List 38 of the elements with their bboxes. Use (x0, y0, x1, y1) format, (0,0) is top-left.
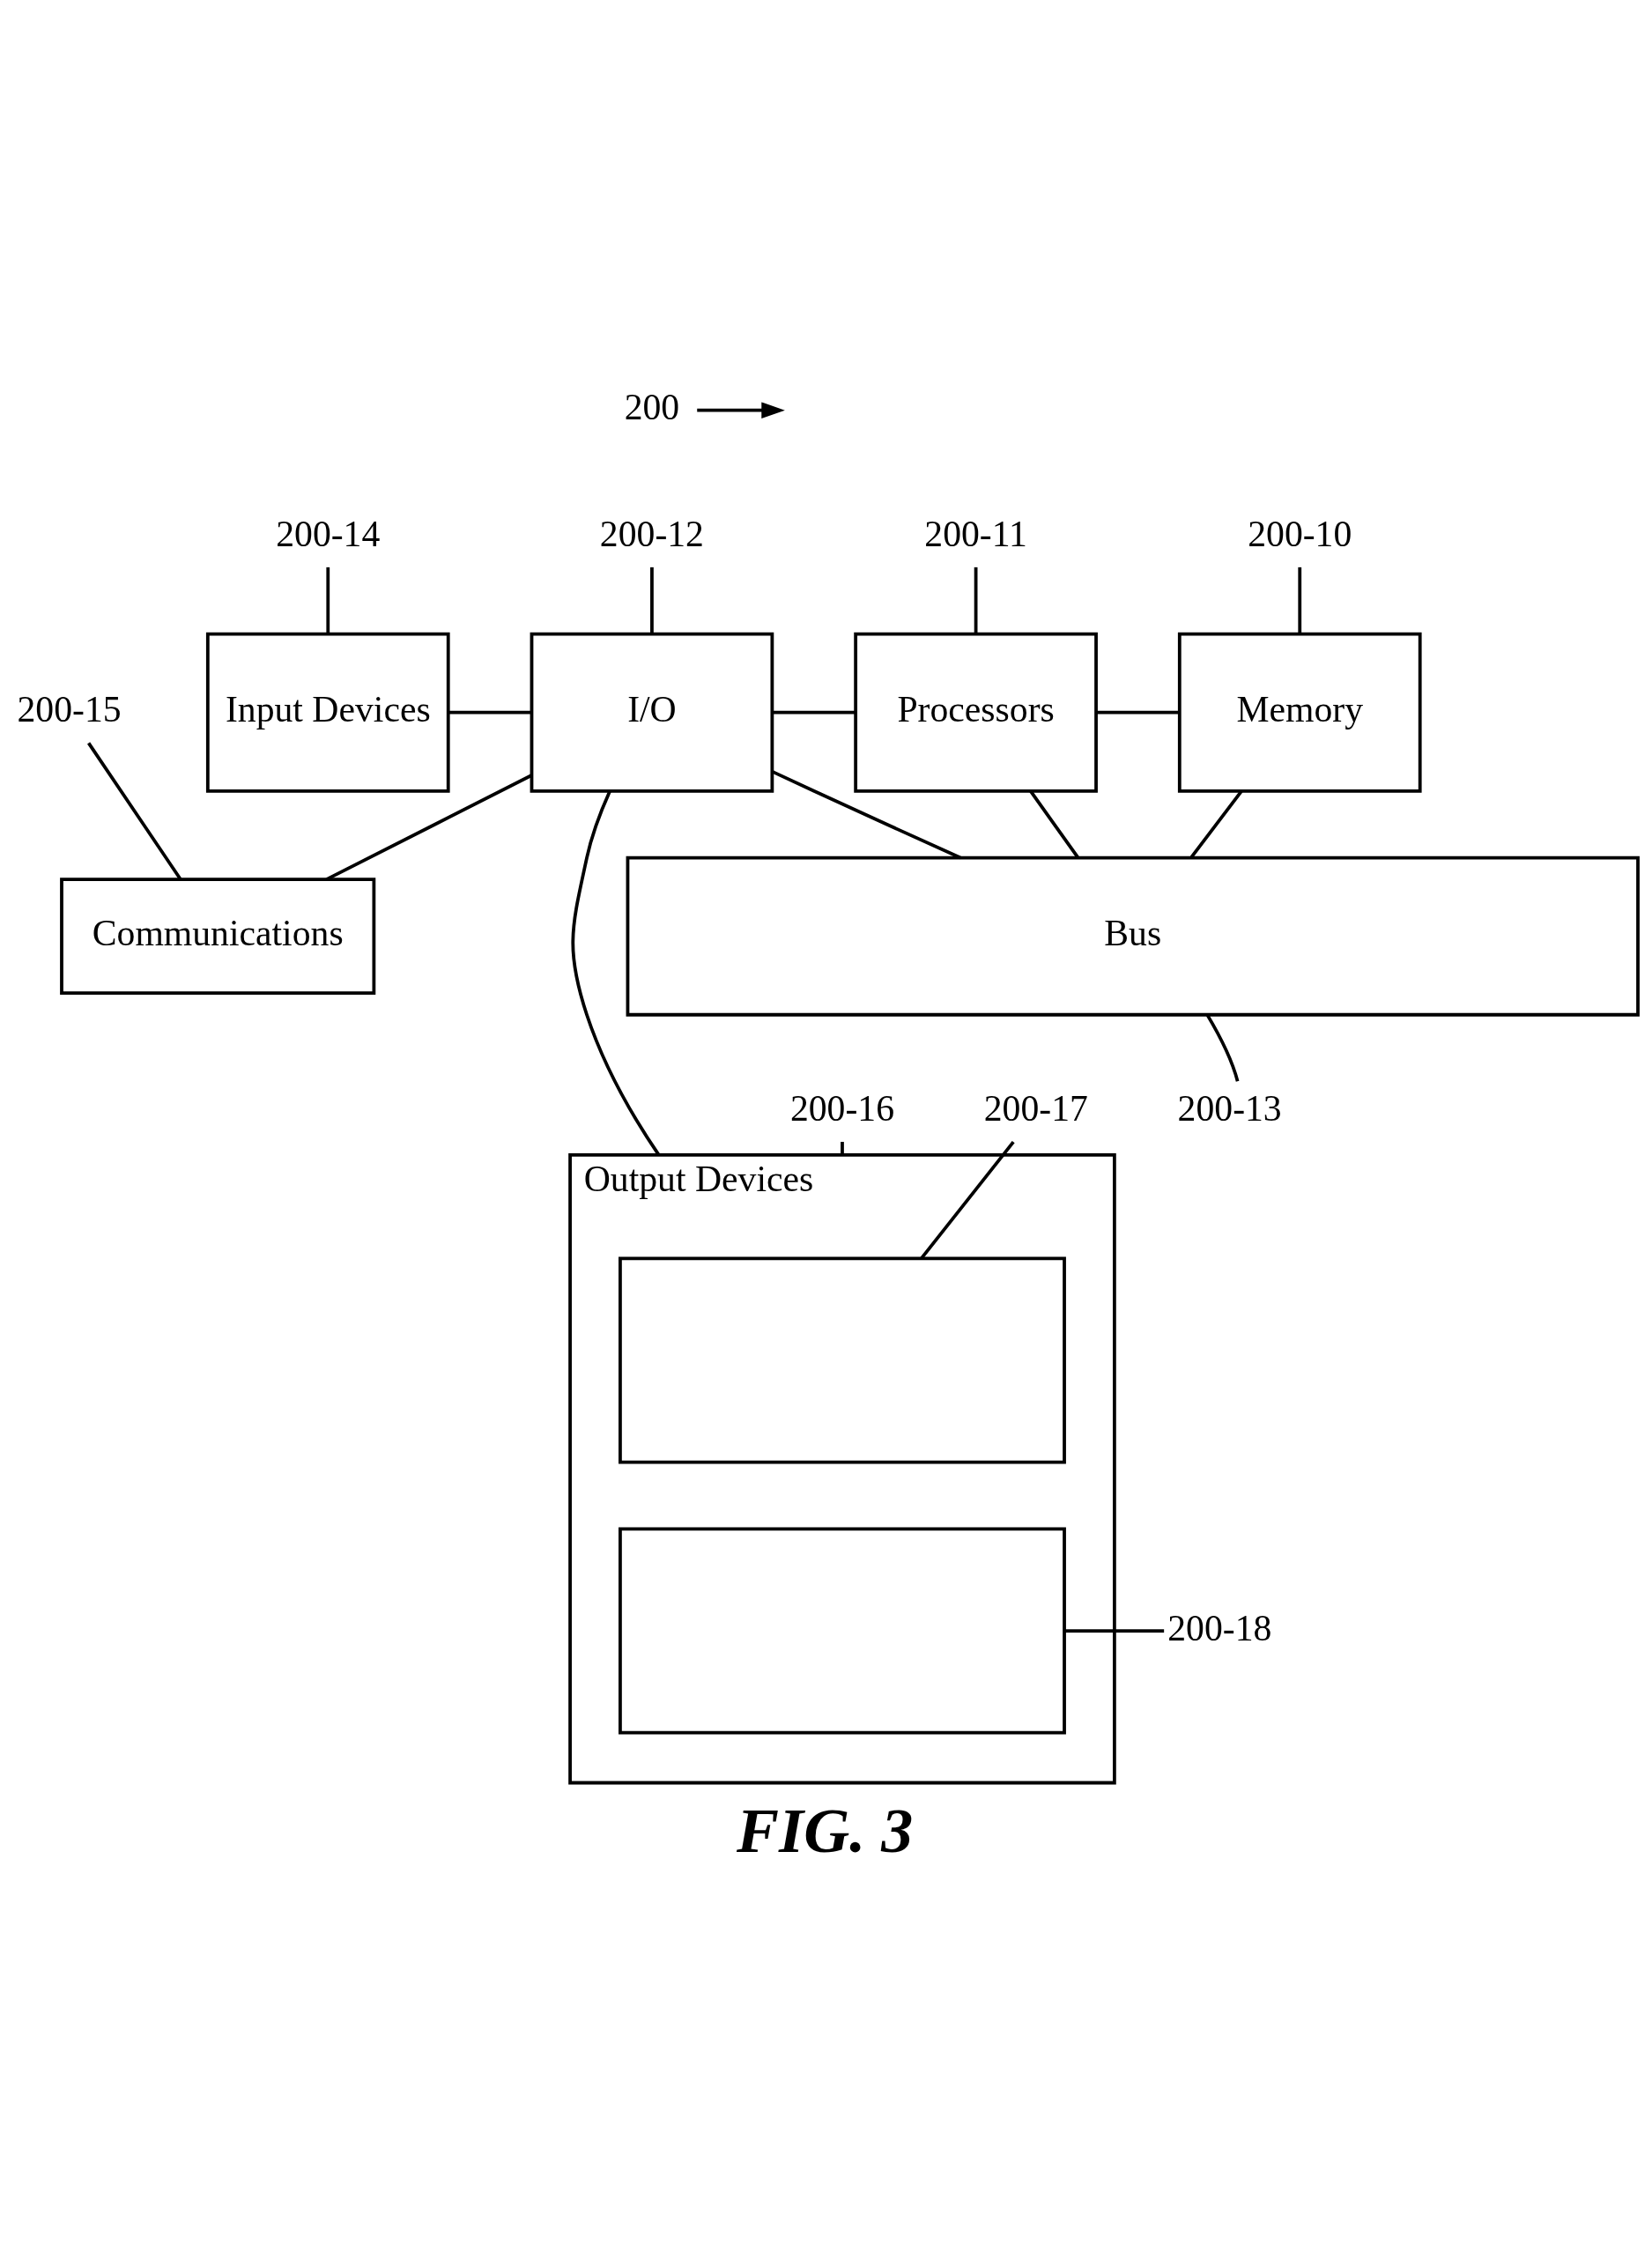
node-text: 200-11 (924, 513, 1027, 554)
connector (974, 567, 978, 633)
node-box (619, 1256, 1066, 1464)
connector (1064, 1628, 1165, 1633)
node-text: 200-15 (17, 688, 122, 730)
connector (841, 1141, 844, 1155)
connector (1205, 1013, 1240, 1082)
connector (326, 567, 330, 633)
cluster: Output Devices (568, 1152, 1116, 1784)
node-text: 200-18 (1167, 1607, 1272, 1648)
connector (650, 567, 654, 633)
connector (87, 741, 182, 880)
connector (920, 1140, 1015, 1259)
node-text: 200-17 (983, 1087, 1088, 1129)
arrow (697, 401, 785, 418)
node-text: 200-16 (789, 1087, 895, 1129)
connector (1096, 710, 1180, 715)
connector (325, 773, 533, 881)
node-box: Input Devices (205, 632, 450, 793)
node-box: Bus (626, 855, 1640, 1017)
connector (1298, 567, 1302, 633)
node-text: 200-13 (1177, 1087, 1282, 1129)
connector (571, 789, 661, 1156)
connector (772, 769, 961, 859)
node-text: 200-12 (599, 513, 704, 554)
node-box (619, 1527, 1066, 1735)
caption: FIG. 3 (737, 1795, 914, 1866)
connector (1189, 789, 1243, 858)
node-box: Communications (60, 877, 376, 995)
connector (448, 710, 532, 715)
node-box: I/O (530, 632, 774, 793)
node-text: 200 (624, 386, 680, 427)
connector (1029, 789, 1079, 858)
node-text: 200-10 (1248, 513, 1352, 554)
connector (773, 710, 856, 715)
node-box: Memory (1177, 632, 1422, 793)
node-box: Processors (854, 632, 1098, 793)
node-text: 200-14 (276, 513, 381, 554)
